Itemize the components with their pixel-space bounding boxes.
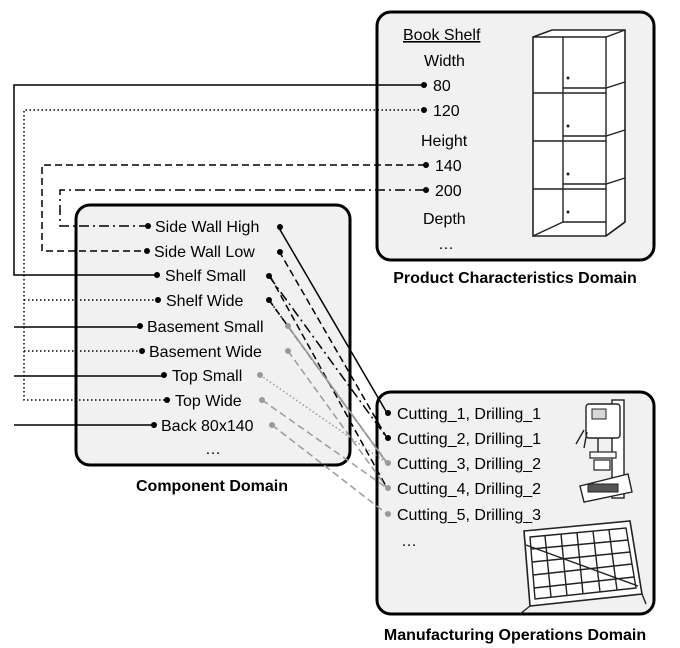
operation-item: Cutting_2, Drilling_1 [397, 431, 541, 448]
component-right-dot [269, 422, 275, 428]
component-item: Shelf Small [165, 268, 246, 285]
component-item: Basement Wide [149, 344, 262, 361]
component-item: Shelf Wide [166, 293, 243, 310]
bookshelf-icon [532, 29, 626, 237]
component-left-dot [161, 372, 167, 378]
component-item: Top Small [172, 368, 242, 385]
link-basement-small-cutting3 [287, 325, 388, 464]
drill-press-icon [575, 399, 633, 503]
component-item: Back 80x140 [161, 418, 254, 435]
component-right-dot [259, 397, 265, 403]
component-left-dot [155, 297, 161, 303]
component-left-dot [151, 422, 157, 428]
operation-ellipsis: … [401, 533, 417, 550]
component-ellipsis: … [205, 441, 221, 458]
operation-dot [385, 410, 391, 416]
depth-label: Depth [423, 211, 466, 228]
component-item: Top Wide [175, 393, 242, 410]
height-value-140: 140 [435, 158, 462, 175]
manufacturing-domain-caption: Manufacturing Operations Domain [384, 627, 646, 644]
width-value-120: 120 [433, 103, 460, 120]
link-side-wall-low-cutting2 [278, 250, 388, 439]
component-right-dot [285, 348, 291, 354]
product-heading: Book Shelf [403, 27, 481, 44]
width-80-dot [421, 82, 427, 88]
component-left-dot [164, 397, 170, 403]
operation-dot [385, 485, 391, 491]
component-manufacturing-links [259, 227, 388, 515]
height-200-dot [423, 187, 429, 193]
link-back-cutting5 [271, 424, 388, 515]
manufacturing-list: Cutting_1, Drilling_1 Cutting_2, Drillin… [385, 406, 541, 550]
link-side-wall-high-cutting1 [278, 227, 388, 414]
link-top-wide-cutting4 [261, 399, 388, 489]
component-list: Side Wall High Side Wall Low Shelf Small… [137, 219, 291, 458]
operation-item: Cutting_4, Drilling_2 [397, 481, 541, 498]
width-120-dot [421, 107, 427, 113]
component-right-dot [266, 297, 272, 303]
product-component-links [13, 84, 425, 426]
height-value-200: 200 [435, 183, 462, 200]
link-80-shelf-small [13, 84, 423, 276]
component-left-dot [139, 348, 145, 354]
operation-dot [385, 435, 391, 441]
component-item: Side Wall High [155, 219, 259, 236]
link-200-side-wall-high [59, 189, 425, 227]
operation-dot [385, 460, 391, 466]
component-right-dot [257, 372, 263, 378]
operation-item: Cutting_3, Drilling_2 [397, 456, 541, 473]
link-basement-wide-cutting4 [287, 350, 388, 489]
operation-item: Cutting_1, Drilling_1 [397, 406, 541, 423]
link-140-side-wall-low [41, 164, 425, 252]
link-top-small-cutting3 [259, 374, 388, 464]
component-left-dot [137, 323, 143, 329]
component-item: Basement Small [147, 319, 264, 336]
component-item: Side Wall Low [154, 244, 255, 261]
link-120-top-wide [23, 109, 423, 401]
operation-item: Cutting_5, Drilling_3 [397, 507, 541, 524]
component-domain-caption: Component Domain [136, 478, 288, 495]
component-right-dot [277, 224, 283, 230]
cutting-panel-icon [519, 520, 647, 615]
product-ellipsis: … [438, 236, 454, 253]
component-left-dot [154, 272, 160, 278]
component-right-dot [285, 323, 291, 329]
width-label: Width [424, 53, 465, 70]
width-value-80: 80 [433, 78, 451, 95]
operation-dot [385, 511, 391, 517]
component-left-dot [144, 248, 150, 254]
product-domain-caption: Product Characteristics Domain [393, 270, 637, 287]
height-label: Height [421, 133, 468, 150]
component-left-dot [145, 223, 151, 229]
height-140-dot [423, 162, 429, 168]
component-right-dot [277, 249, 283, 255]
link-shelf-small-cutting2 [268, 275, 388, 439]
component-right-dot [266, 273, 272, 279]
